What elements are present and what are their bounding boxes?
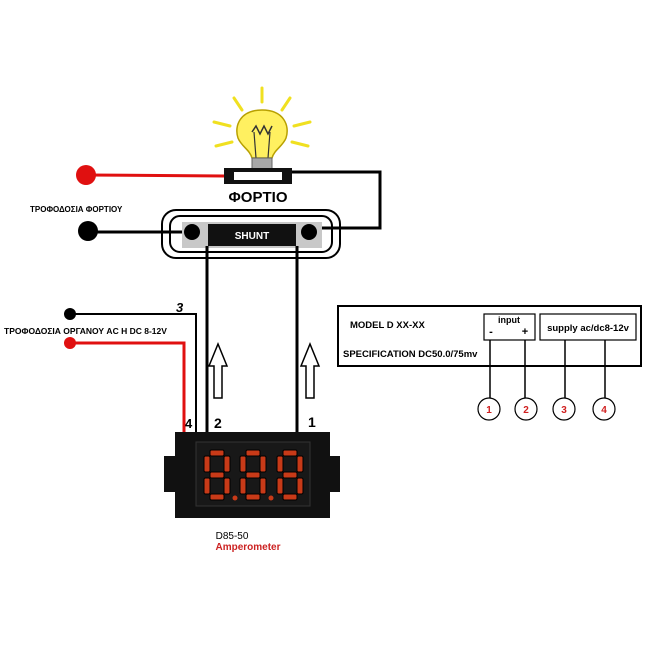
supply-label: supply ac/dc8-12v <box>547 323 630 334</box>
display-segment <box>245 471 261 479</box>
panel-model: MODEL D XX-XX <box>350 320 425 331</box>
instrument-supply-label: ΤΡΟΦΟΔΟΣΙΑ ΟΡΓΑΝΟΥ AC H DC 8-12V <box>4 326 167 336</box>
input-label: input <box>498 315 520 325</box>
display-segment <box>223 455 231 473</box>
display-segment <box>209 449 225 457</box>
input-box <box>483 313 536 341</box>
display-segment <box>296 477 304 495</box>
wire-number-3: 3 <box>176 300 184 315</box>
instrument-supply-red-terminal <box>64 337 76 349</box>
wire-number-1: 1 <box>308 414 316 430</box>
light-bulb-icon <box>212 86 312 184</box>
display-segment <box>296 455 304 473</box>
load-supply-black-terminal <box>78 221 98 241</box>
display-segment <box>276 477 284 495</box>
meter-type: Amperometer <box>215 542 280 553</box>
display-decimal-point <box>268 495 274 501</box>
display-segment <box>245 449 261 457</box>
current-arrow-icon-right <box>299 342 321 399</box>
terminal-3 <box>552 397 576 421</box>
terminal-2-label: 2 <box>523 405 529 416</box>
terminal-4-label: 4 <box>601 405 607 416</box>
terminal-1-label: 1 <box>486 405 492 416</box>
display-segment <box>282 493 298 501</box>
supply-box <box>539 313 637 341</box>
load-label: ΦΟΡΤΙΟ <box>229 189 288 206</box>
display-segment <box>282 471 298 479</box>
bulb-rays <box>212 86 312 148</box>
display-segment <box>239 477 247 495</box>
input-plus: + <box>522 326 528 338</box>
terminal-4 <box>592 397 616 421</box>
wire-number-2: 2 <box>214 415 222 431</box>
display-segment <box>209 493 225 501</box>
input-minus: - <box>489 326 493 338</box>
display-segment <box>276 455 284 473</box>
display-segment <box>203 477 211 495</box>
current-arrow-icon-left <box>207 342 229 399</box>
display-segment <box>223 477 231 495</box>
instrument-supply-black-wire <box>70 313 197 432</box>
terminal-3-label: 3 <box>561 405 567 416</box>
display-segment <box>259 477 267 495</box>
display-segment <box>245 493 261 501</box>
load-black-wire <box>292 170 382 230</box>
load-supply-red-wire <box>85 173 225 178</box>
load-supply-label: ΤΡΟΦΟΔΟΣΙΑ ΦΟΡΤΙΟΥ <box>30 205 123 214</box>
shunt <box>161 209 341 259</box>
display-segment <box>203 455 211 473</box>
display-segment <box>239 455 247 473</box>
spec-panel <box>337 305 642 421</box>
load-supply-red-terminal <box>76 165 96 185</box>
terminal-2 <box>514 397 538 421</box>
terminal-1 <box>477 397 501 421</box>
display-segment <box>282 449 298 457</box>
wire-number-4: 4 <box>185 416 193 431</box>
instrument-supply-red-wire <box>70 341 186 432</box>
meter-model: D85-50 <box>216 531 249 542</box>
display-segment <box>209 471 225 479</box>
shunt-label: SHUNT <box>235 231 269 242</box>
ampere-meter <box>164 432 340 518</box>
panel-specification: SPECIFICATION DC50.0/75mv <box>343 349 478 360</box>
seven-segment-display <box>203 449 304 501</box>
display-decimal-point <box>232 495 238 501</box>
display-segment <box>259 455 267 473</box>
instrument-supply-black-terminal <box>64 308 76 320</box>
